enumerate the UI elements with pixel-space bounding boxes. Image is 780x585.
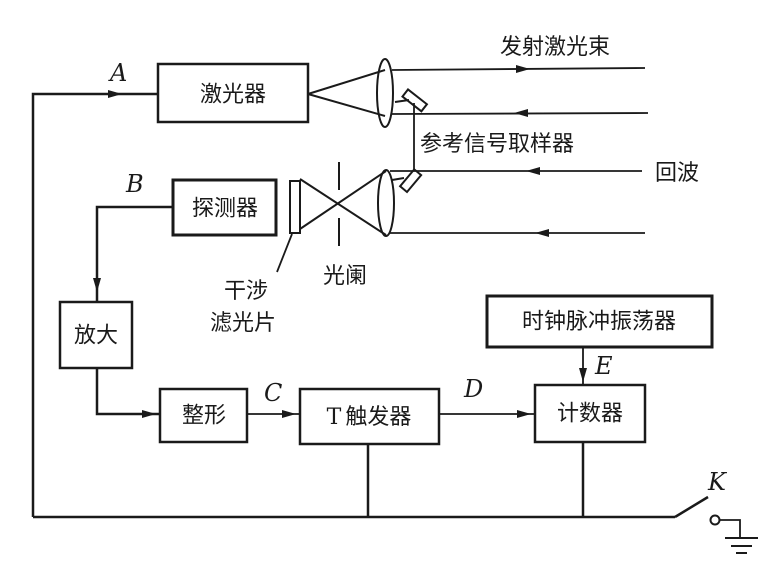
node-c-label: C <box>264 379 282 407</box>
block-shaper: 整形 <box>158 387 249 444</box>
receive-rays <box>299 170 387 236</box>
wire-amplifier-to-shaper <box>95 368 160 416</box>
arrow-c <box>282 410 296 418</box>
block-amplifier: 放大 <box>58 300 134 370</box>
counter-label: 计数器 <box>557 402 623 427</box>
reference-sampler-label: 参考信号取样器 <box>420 132 574 157</box>
reference-sampler-upper-mirror <box>394 88 429 113</box>
node-d-label: D <box>463 375 483 403</box>
arrow-d <box>517 410 531 418</box>
amplifier-label: 放大 <box>74 324 118 349</box>
interference-filter <box>289 180 301 234</box>
switch-k-label: K <box>707 468 728 496</box>
reference-sampler-lower-mirror <box>391 167 423 194</box>
switch-k-terminal <box>709 514 721 526</box>
node-e-label: E <box>594 352 613 380</box>
node-a-label: A <box>108 59 127 87</box>
emitted-beam-arrow <box>516 65 530 73</box>
arrow-b <box>93 278 101 292</box>
optics <box>276 58 649 273</box>
echo-arrow-upper <box>526 167 540 175</box>
laser-beam-cone <box>307 69 386 117</box>
wiring <box>31 90 758 554</box>
ground-lead <box>720 519 741 537</box>
block-counter: 计数器 <box>533 383 647 444</box>
arrow-a <box>108 90 122 98</box>
ground-icon <box>725 537 758 554</box>
switch-k-blade <box>674 495 709 519</box>
wire-detector-to-amplifier <box>95 205 173 302</box>
echo-label: 回波 <box>655 161 699 186</box>
node-b-label: B <box>125 170 144 198</box>
receive-lens <box>377 169 395 237</box>
shaper-label: 整形 <box>182 404 226 429</box>
filter-label-line2: 滤光片 <box>210 311 276 336</box>
aperture-label: 光阑 <box>323 264 367 289</box>
laser-label: 激光器 <box>200 83 266 108</box>
echo-arrow-lower <box>535 229 549 237</box>
transmit-lens <box>376 58 394 128</box>
block-clock: 时钟脉冲振荡器 <box>485 294 714 349</box>
detector-label: 探测器 <box>192 197 258 222</box>
clock-label: 时钟脉冲振荡器 <box>522 310 676 335</box>
filter-leader <box>276 233 293 273</box>
filter-label-line1: 干涉 <box>224 279 268 304</box>
trigger-name: 触发器 <box>345 405 411 430</box>
block-detector: 探测器 <box>171 178 278 237</box>
arrow-e <box>579 368 587 382</box>
emitted-beam-label: 发射激光束 <box>500 35 610 60</box>
trigger-prefix: T <box>327 405 342 430</box>
block-laser: 激光器 <box>156 62 310 124</box>
arrow-amp-shaper <box>142 410 156 418</box>
emitted-beam-lower-arrow <box>514 109 528 117</box>
